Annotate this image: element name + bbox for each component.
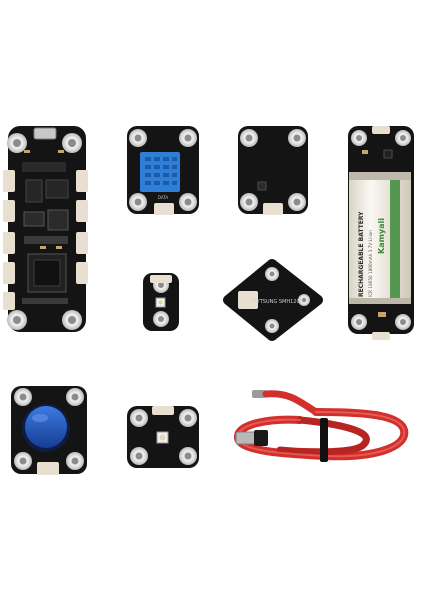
battery-brand: Kamyali [377,218,386,254]
rgb-led-module [127,406,199,468]
battery-spec: ICR 18650 1800mAh 3.7V Li-ion [368,230,373,297]
light-sensor-label: HYTSUNG SMH120B [253,299,304,305]
controller-board [3,126,88,332]
light-sensor-module: HYTSUNG SMH120B [223,259,323,341]
battery-title: RECHARGEABLE BATTERY [358,211,365,297]
usb-cable [234,390,409,462]
battery-label: RECHARGEABLE BATTERY ICR 18650 1800mAh 3… [358,211,386,297]
battery-holder-module: RECHARGEABLE BATTERY ICR 18650 1800mAh 3… [348,126,414,340]
dht11-data-label: DATA [158,195,169,200]
blank-square-module [238,126,308,215]
dht11-sensor-module: DATA [127,126,199,215]
push-button-module [11,386,87,475]
led-module [143,273,179,331]
